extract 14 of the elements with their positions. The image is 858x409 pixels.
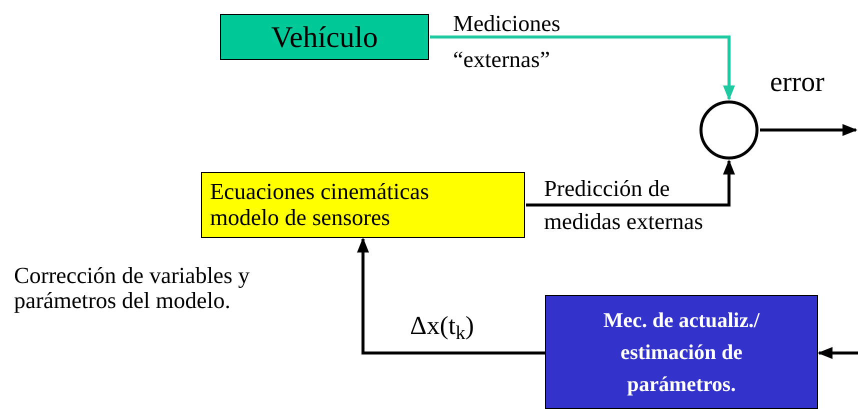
arrow	[357, 238, 545, 354]
arrow	[818, 347, 858, 359]
arrow	[526, 160, 735, 206]
edge-label: Predicción de medidas externas	[544, 175, 704, 236]
process-box: Ecuaciones cinemáticas modelo de sensores	[201, 172, 525, 238]
arrow	[430, 36, 735, 100]
note-text: Corrección de variables y parámetros del modelo.	[14, 263, 251, 313]
process-box: Vehículo	[220, 14, 429, 60]
arrow	[760, 124, 858, 136]
process-box: Mec. de actualiz./ estimación de parámetros.	[545, 295, 818, 409]
edge-label: error	[770, 66, 824, 100]
edge-label: Mediciones “externas”	[453, 10, 562, 74]
edge-label: Δx(t$_{k}$)	[410, 310, 474, 345]
summing-junction	[699, 100, 759, 160]
